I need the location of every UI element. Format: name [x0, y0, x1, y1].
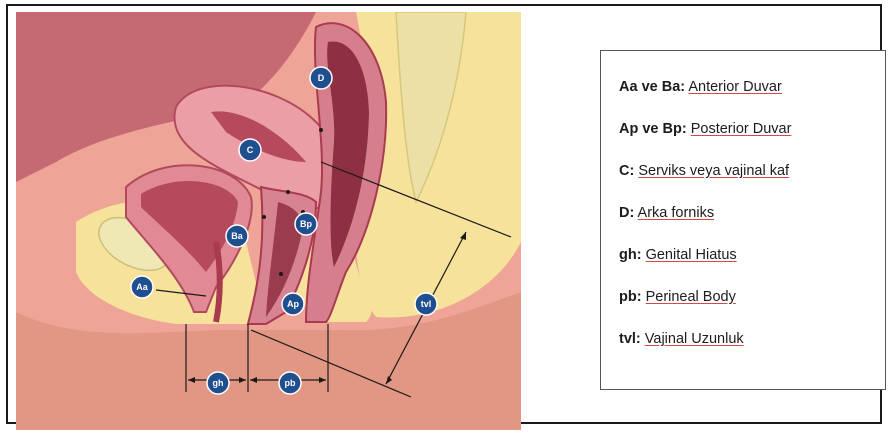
badge-gh-label: gh	[213, 378, 224, 388]
legend-desc: Vajinal Uzunluk	[645, 331, 744, 347]
d-marker	[319, 128, 323, 132]
legend-desc: Perineal Body	[646, 289, 736, 305]
anatomy-illustration: D C Bp Ba Aa Ap	[16, 12, 521, 430]
legend-key: pb:	[619, 289, 642, 305]
badge-c: C	[239, 139, 261, 161]
legend-item-c: C: Serviks veya vajinal kaf	[619, 161, 885, 203]
badge-ba-label: Ba	[231, 231, 243, 241]
ba-marker	[262, 215, 266, 219]
badge-tvl: tvl	[415, 293, 437, 315]
badge-c-label: C	[247, 145, 254, 155]
badge-bp: Bp	[295, 213, 317, 235]
legend-key: C:	[619, 163, 634, 179]
badge-pb-label: pb	[285, 378, 296, 388]
c-marker	[286, 190, 290, 194]
badge-d: D	[310, 67, 332, 89]
legend-item-tvl: tvl: Vajinal Uzunluk	[619, 329, 885, 371]
legend-item-pb: pb: Perineal Body	[619, 287, 885, 329]
badge-aa-label: Aa	[136, 282, 148, 292]
badge-pb: pb	[279, 372, 301, 394]
legend-item-gh: gh: Genital Hiatus	[619, 245, 885, 287]
pelvic-anatomy-diagram: D C Bp Ba Aa Ap	[16, 12, 521, 430]
legend-desc: Serviks veya vajinal kaf	[638, 163, 789, 179]
ap-marker	[279, 272, 283, 276]
badge-d-label: D	[318, 73, 325, 83]
badge-gh: gh	[207, 372, 229, 394]
legend-key: tvl:	[619, 331, 641, 347]
legend-key: D:	[619, 205, 634, 221]
legend-desc: Arka forniks	[638, 205, 715, 221]
legend-key: Aa ve Ba:	[619, 79, 685, 95]
badge-bp-label: Bp	[300, 219, 312, 229]
legend-key: Ap ve Bp:	[619, 121, 687, 137]
figure-frame: D C Bp Ba Aa Ap	[6, 4, 882, 424]
badge-ba: Ba	[226, 225, 248, 247]
legend-key: gh:	[619, 247, 642, 263]
badge-tvl-label: tvl	[421, 299, 432, 309]
badge-aa: Aa	[131, 276, 153, 298]
badge-ap-label: Ap	[287, 299, 299, 309]
legend-desc: Posterior Duvar	[691, 121, 792, 137]
badge-ap: Ap	[282, 293, 304, 315]
legend-item-d: D: Arka forniks	[619, 203, 885, 245]
legend-item-ap-bp: Ap ve Bp: Posterior Duvar	[619, 119, 885, 161]
legend-box: Aa ve Ba: Anterior Duvar Ap ve Bp: Poste…	[600, 50, 886, 390]
legend-desc: Anterior Duvar	[688, 79, 781, 95]
legend-item-aa-ba: Aa ve Ba: Anterior Duvar	[619, 77, 885, 119]
legend-desc: Genital Hiatus	[646, 247, 737, 263]
